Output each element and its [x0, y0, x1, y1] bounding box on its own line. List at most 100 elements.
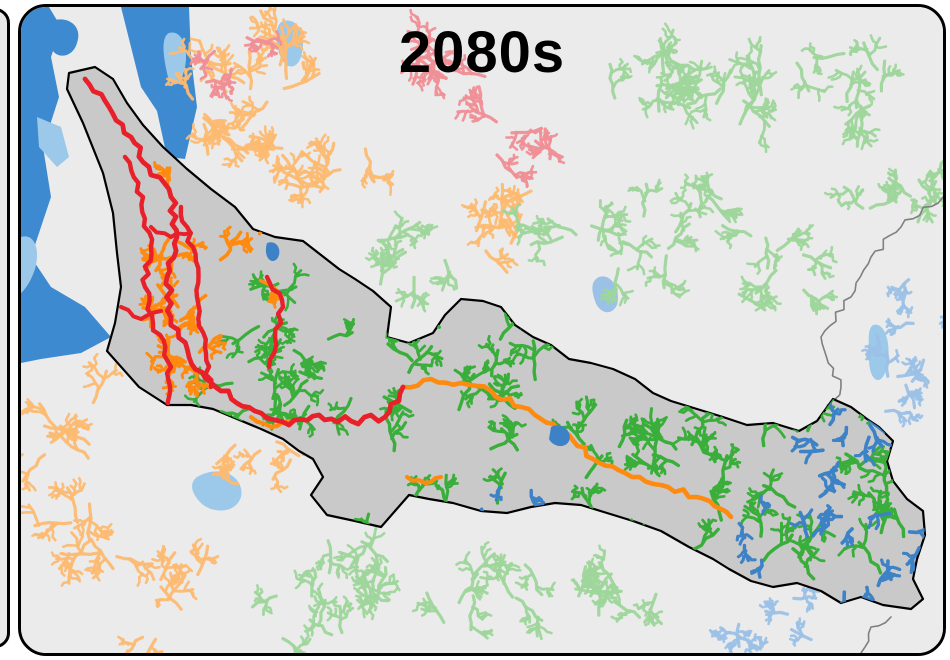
faint-blue-stream	[886, 289, 893, 298]
faint-blue-stream	[922, 375, 927, 388]
faint-green-stream	[294, 580, 306, 590]
faint-green-stream	[772, 252, 783, 260]
faint-green-stream	[924, 181, 933, 191]
faint-green-stream	[921, 195, 932, 203]
faint-orange-stream	[294, 27, 299, 41]
faint-green-stream	[764, 236, 771, 270]
faint-green-stream	[348, 568, 359, 576]
faint-green-stream	[326, 614, 337, 622]
faint-red-stream	[411, 47, 422, 86]
faint-green-stream	[538, 625, 553, 635]
faint-green-stream	[529, 235, 564, 247]
faint-green-stream	[587, 560, 593, 573]
faint-green-stream	[514, 581, 525, 587]
faint-green-stream	[376, 566, 388, 601]
orange-stream	[178, 319, 191, 332]
green-stream	[606, 457, 614, 466]
faint-red-stream	[229, 86, 235, 95]
green-stream	[708, 455, 720, 462]
faint-green-stream	[481, 541, 490, 551]
faint-green-stream	[819, 249, 828, 260]
faint-green-stream	[499, 561, 510, 575]
green-stream	[603, 451, 612, 461]
faint-green-stream	[353, 550, 359, 565]
green-stream	[629, 457, 640, 465]
faint-green-stream	[933, 170, 943, 176]
faint-blue-stream	[890, 285, 896, 292]
green-stream	[459, 390, 471, 398]
green-stream	[679, 406, 694, 413]
faint-green-stream	[400, 296, 406, 308]
green-stream	[631, 413, 639, 424]
green-stream	[628, 415, 633, 427]
faint-green-stream	[655, 74, 671, 79]
faint-orange-stream	[117, 635, 125, 646]
lake	[21, 236, 38, 293]
faint-orange-stream	[136, 572, 144, 587]
faint-orange-stream	[176, 71, 187, 80]
faint-orange-stream	[59, 551, 99, 557]
faint-green-stream	[910, 205, 919, 215]
faint-red-stream	[218, 91, 227, 99]
faint-orange-stream	[503, 260, 513, 269]
green-stream	[770, 527, 783, 535]
faint-green-stream	[800, 47, 812, 52]
faint-green-stream	[364, 531, 374, 544]
faint-green-stream	[869, 34, 878, 45]
faint-orange-stream	[498, 218, 513, 225]
faint-blue-stream	[744, 645, 752, 653]
faint-orange-stream	[145, 564, 161, 570]
faint-orange-stream	[248, 95, 254, 109]
faint-green-stream	[411, 602, 423, 613]
faint-orange-stream	[21, 408, 30, 416]
green-stream	[590, 489, 603, 495]
red-main-stem	[82, 76, 406, 428]
faint-orange-stream	[227, 457, 235, 464]
faint-blue-stream	[792, 639, 797, 647]
faint-green-stream	[360, 540, 389, 563]
green-stream	[519, 354, 528, 365]
faint-green-stream	[681, 215, 692, 224]
blue-stream	[876, 438, 894, 448]
faint-green-stream	[874, 44, 888, 50]
orange-stream	[209, 347, 217, 360]
green-stream	[585, 486, 593, 498]
green-stream	[701, 518, 708, 531]
faint-orange-stream	[208, 133, 219, 146]
faint-orange-stream	[193, 537, 203, 549]
faint-green-stream	[762, 97, 768, 110]
green-stream	[288, 269, 303, 290]
orange-stream	[153, 366, 162, 373]
faint-orange-stream	[190, 139, 203, 144]
faint-green-stream	[679, 188, 687, 200]
blue-stream	[917, 529, 925, 541]
faint-green-stream	[605, 594, 614, 604]
faint-green-stream	[719, 72, 727, 82]
faint-orange-stream	[21, 481, 31, 491]
faint-orange-stream	[275, 155, 281, 168]
faint-orange-stream	[259, 46, 266, 62]
faint-green-stream	[494, 553, 503, 565]
blue-stream	[742, 543, 750, 563]
green-stream	[575, 403, 598, 429]
green-stream	[715, 494, 726, 500]
faint-green-stream	[313, 601, 323, 608]
faint-orange-stream	[218, 126, 224, 138]
faint-orange-stream	[235, 114, 244, 127]
green-stream	[780, 529, 795, 537]
faint-green-stream	[822, 295, 834, 302]
faint-green-stream	[384, 255, 394, 268]
faint-orange-stream	[493, 186, 500, 197]
faint-blue-stream	[890, 357, 900, 364]
faint-green-stream	[472, 589, 482, 601]
faint-green-stream	[859, 80, 871, 88]
orange-stream	[139, 247, 150, 260]
orange-stream	[197, 333, 222, 354]
green-stream	[482, 477, 495, 482]
blue-stream	[831, 435, 847, 443]
faint-green-stream	[846, 200, 851, 211]
faint-orange-stream	[254, 151, 267, 158]
faint-green-stream	[622, 292, 628, 304]
faint-orange-stream	[267, 7, 277, 12]
faint-orange-stream	[489, 194, 499, 200]
